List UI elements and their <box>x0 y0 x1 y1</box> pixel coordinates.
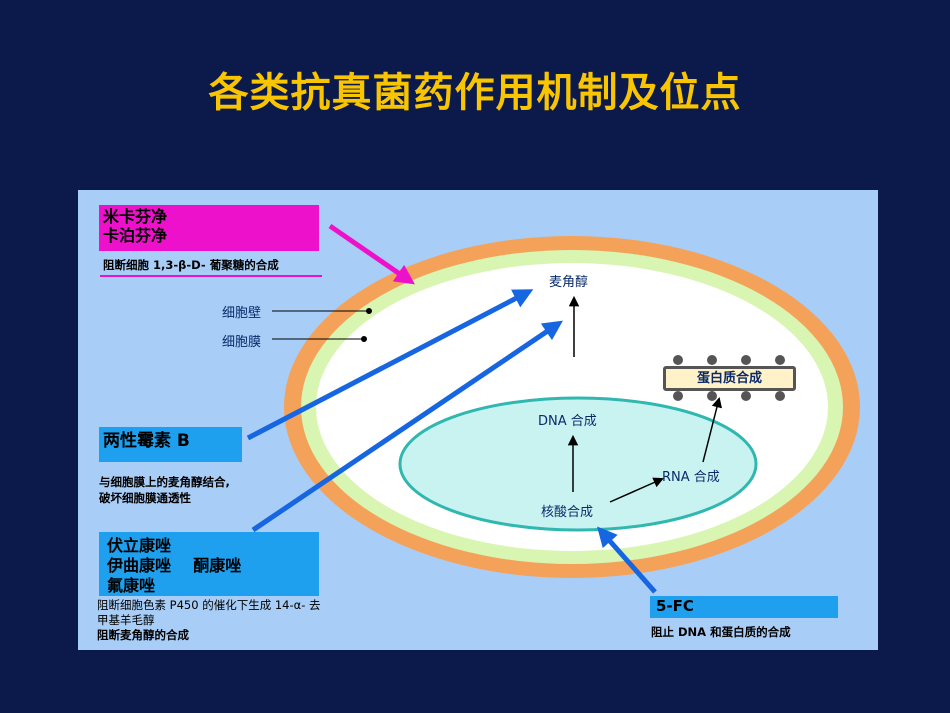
ergosterol-label: 麦角醇 <box>549 275 589 290</box>
amphotericin-mechanism-line1: 与细胞膜上的麦角醇结合, <box>99 475 230 489</box>
cell-membrane-dot <box>361 336 367 342</box>
flucytosine-box: 5-FC <box>650 596 838 618</box>
dna-synthesis-label: DNA 合成 <box>538 414 597 429</box>
nucleus <box>398 396 758 532</box>
flucytosine-mechanism: 阻止 DNA 和蛋白质的合成 <box>651 625 791 639</box>
flucytosine-label: 5-FC <box>656 597 694 615</box>
amphotericin-arrow <box>246 289 534 441</box>
micafungin-label: 米卡芬净 <box>103 207 168 226</box>
ribosome-dots <box>673 355 785 401</box>
echinocandin-arrow <box>328 223 415 285</box>
azole-mechanism-line2: 甲基羊毛醇 <box>97 612 155 627</box>
amphotericin-box: 两性霉素 B <box>99 427 242 462</box>
azole-mechanism-line1: 阻断细胞色素 P450 的催化下生成 14-α- 去 <box>97 598 321 612</box>
protein-synthesis-box: 蛋白质合成 <box>663 366 796 391</box>
echinocandin-box: 米卡芬净 卡泊芬净 <box>99 205 319 251</box>
protein-arrow <box>702 396 723 463</box>
echinocandin-mechanism: 阻断细胞 1,3-β-D- 葡聚糖的合成 <box>103 258 279 272</box>
rna-arrow <box>609 477 664 503</box>
cell-wall-dot <box>366 308 372 314</box>
amphotericin-label: 两性霉素 B <box>103 431 190 451</box>
cell-wall-label: 细胞壁 <box>222 306 262 321</box>
caspofungin-label: 卡泊芬净 <box>103 226 168 246</box>
azole-arrow <box>251 320 563 533</box>
rna-synthesis-label: RNA 合成 <box>662 470 720 485</box>
amphotericin-mechanism: 与细胞膜上的麦角醇结合, 破坏细胞膜通透性 <box>99 474 230 506</box>
fluconazole-label: 氟康唑 <box>107 576 156 595</box>
flucytosine-arrow <box>597 526 657 594</box>
azole-mechanism: 阻断细胞色素 P450 的催化下生成 14-α- 去 甲基羊毛醇 阻断麦角醇的合… <box>97 598 347 643</box>
voriconazole-label: 伏立康唑 <box>107 536 172 555</box>
page-title: 各类抗真菌药作用机制及位点 <box>208 70 742 116</box>
amphotericin-mechanism-line2: 破坏细胞膜通透性 <box>99 491 191 506</box>
nucleic-acid-synthesis-label: 核酸合成 <box>541 505 594 520</box>
cell-membrane-label: 细胞膜 <box>222 335 262 350</box>
azole-box: 伏立康唑 伊曲康唑 酮康唑 氟康唑 <box>99 532 319 596</box>
itraconazole-ketoconazole-label: 伊曲康唑 酮康唑 <box>107 556 242 575</box>
azole-mechanism-line3: 阻断麦角醇的合成 <box>97 627 189 642</box>
